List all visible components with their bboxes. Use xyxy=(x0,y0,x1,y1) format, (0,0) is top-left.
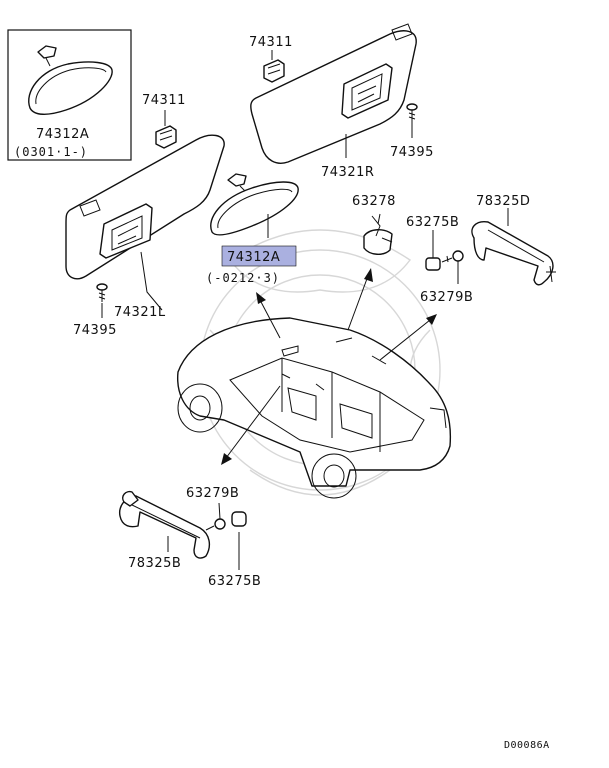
grip-bolt-left-icon xyxy=(205,518,226,531)
diagram-code: D00086A xyxy=(504,740,550,751)
label-visor-right: 74321R xyxy=(321,165,374,180)
label-clip-left: 74311 xyxy=(142,93,186,108)
label-visor-left: 74321L xyxy=(114,305,166,320)
visor-clip-right-icon xyxy=(263,59,285,83)
sun-visor-left-icon xyxy=(65,134,225,280)
rearview-mirror-icon xyxy=(210,173,299,236)
visor-clip-left-icon xyxy=(155,125,177,149)
assist-grip-right-icon xyxy=(471,221,556,286)
highlight-box xyxy=(221,245,297,267)
label-grip-left: 78325B xyxy=(128,556,181,571)
label-mirror-main-part: 74312A xyxy=(227,250,280,265)
vehicle-phantom-icon xyxy=(177,317,452,499)
label-screw-right: 74395 xyxy=(390,145,434,160)
screw-left-icon xyxy=(96,283,108,302)
label-grip-right: 78325D xyxy=(476,194,530,209)
assist-grip-left-icon xyxy=(119,490,211,559)
screw-right-icon xyxy=(406,103,418,122)
label-mirror-inset-range: (0301·1-) xyxy=(14,145,88,159)
sun-visor-right-icon xyxy=(250,23,417,164)
grip-cap-left-icon xyxy=(231,511,247,527)
label-screw-left: 74395 xyxy=(73,323,117,338)
inset-box xyxy=(7,29,132,161)
leader-lines xyxy=(101,50,509,570)
inset-mirror-icon xyxy=(28,45,113,115)
label-cap-right: 63275B xyxy=(406,215,459,230)
label-mirror-inset-part: 74312A xyxy=(36,127,89,142)
label-mirror-main-range: (-0212·3) xyxy=(206,271,280,285)
map-lamp-icon xyxy=(363,215,393,255)
label-bolt-right: 63279B xyxy=(420,290,473,305)
label-clip-right: 74311 xyxy=(249,35,293,50)
direction-arrows xyxy=(221,268,437,465)
label-map-lamp: 63278 xyxy=(352,194,396,209)
grip-cap-right-icon xyxy=(425,257,441,271)
label-cap-left: 63275B xyxy=(208,574,261,589)
grip-bolt-right-icon xyxy=(441,250,464,263)
label-bolt-left: 63279B xyxy=(186,486,239,501)
